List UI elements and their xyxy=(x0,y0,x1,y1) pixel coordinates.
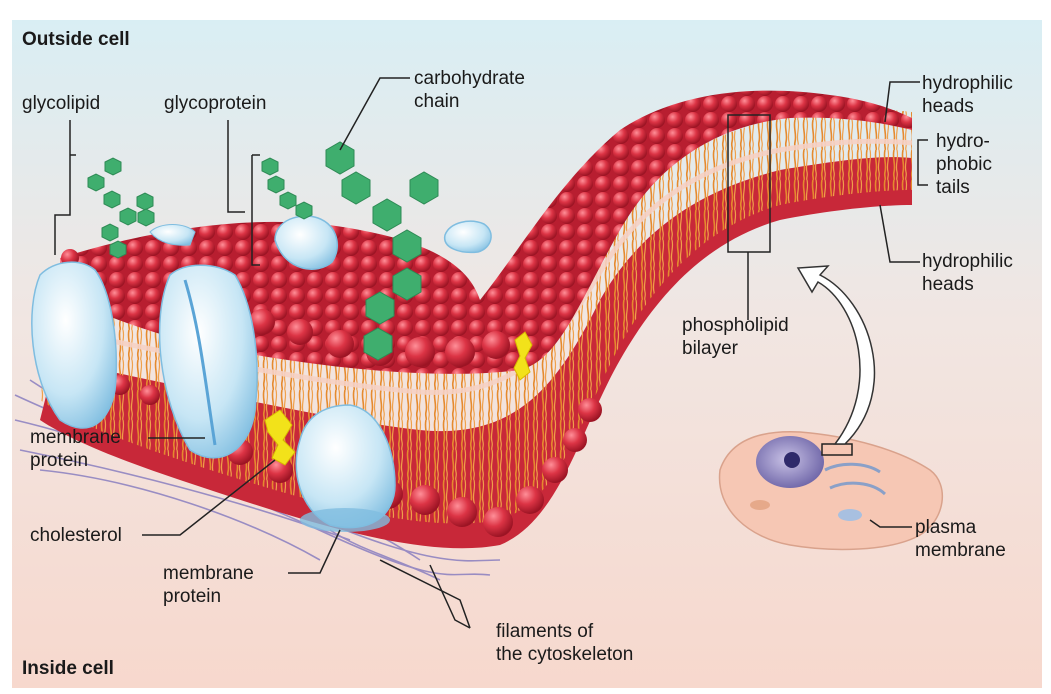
membrane-protein-bottom-label: membrane protein xyxy=(163,563,254,607)
carbohydrate-chains xyxy=(87,141,439,361)
zoom-arrow xyxy=(796,265,876,445)
hydrophilic-heads-top-label: hydrophilic heads xyxy=(922,73,1013,117)
bilayer-top-surface xyxy=(60,90,912,374)
glycoprotein-body xyxy=(274,215,338,270)
bilayer-bracket xyxy=(727,114,771,253)
inside-cell-label: Inside cell xyxy=(22,658,114,679)
protein-left-b xyxy=(158,264,258,459)
glycoprotein-label: glycoprotein xyxy=(164,93,267,114)
nucleolus xyxy=(784,452,800,468)
cholesterol-label: cholesterol xyxy=(30,525,122,546)
protein-channel-line xyxy=(183,279,217,446)
outside-cell-label: Outside cell xyxy=(22,29,130,50)
glycolipid-chain xyxy=(87,157,155,259)
protein-small xyxy=(444,220,492,254)
glycolipid-label: glycolipid xyxy=(22,93,101,114)
carbohydrate-chain-label: carbohydrate chain xyxy=(414,68,525,112)
phospholipid-bilayer-label: phospholipid bilayer xyxy=(682,315,789,359)
protein-left-a xyxy=(31,261,118,429)
cell-illustration xyxy=(718,431,944,551)
cholesterol-molecules xyxy=(264,331,533,466)
filaments-label: filaments of the cytoskeleton xyxy=(496,621,634,665)
hydrophobic-tails-label: hydro- phobic tails xyxy=(936,131,992,198)
protein-bottom xyxy=(295,404,396,529)
membrane-proteins xyxy=(31,215,492,532)
carbohydrate-chain-main xyxy=(325,141,439,361)
protein-bottom-base xyxy=(300,508,390,532)
plasma-membrane-label: plasma membrane xyxy=(915,517,1006,561)
hydrophilic-heads-bottom-label: hydrophilic heads xyxy=(922,251,1013,295)
leader-lines xyxy=(54,77,928,629)
membrane-protein-left-label: membrane protein xyxy=(30,427,121,471)
protein-top-left xyxy=(149,224,196,246)
glycoprotein-chain xyxy=(261,157,313,220)
bilayer-tail-band xyxy=(40,109,912,524)
